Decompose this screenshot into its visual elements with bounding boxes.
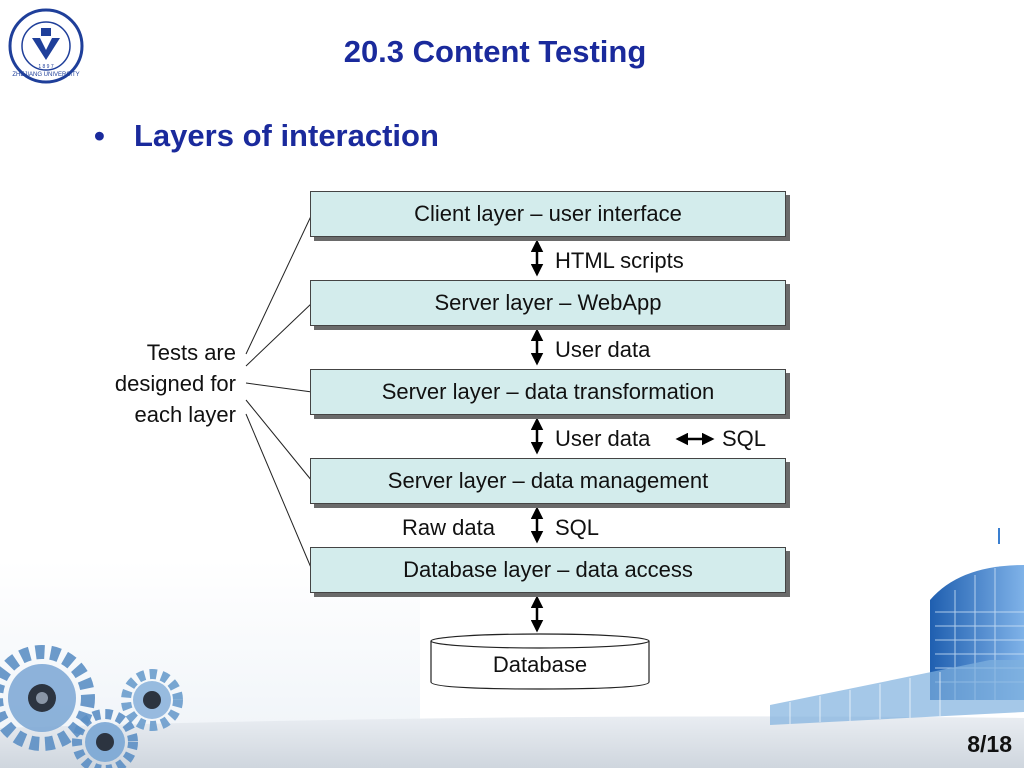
connector-label-sql: SQL (722, 426, 767, 451)
gear-icon (121, 669, 183, 731)
layer-server-data-management: Server layer – data management (310, 458, 786, 504)
building-icon (770, 528, 1024, 725)
layer-database-access: Database layer – data access (310, 547, 786, 593)
gear-icon (0, 645, 95, 751)
layer-server-webapp: Server layer – WebApp (310, 280, 786, 326)
layer-client-ui: Client layer – user interface (310, 191, 786, 237)
connector-label-sql: SQL (555, 515, 600, 540)
flow-arrows (530, 239, 715, 633)
slide-title: 20.3 Content Testing (343, 34, 647, 69)
callout-lines (245, 213, 313, 571)
database-cylinder (430, 633, 650, 690)
connector-label-user-data: User data (555, 337, 651, 362)
connector-label-html-scripts: HTML scripts (555, 248, 684, 273)
database-label: Database (492, 652, 588, 677)
bullet-item: • Layers of interaction (94, 118, 439, 154)
note-line: each layer (134, 402, 236, 427)
page-number: 8/18 (967, 731, 1012, 757)
university-logo: ZHEJIANG UNIVERSITY 1 8 9 7 (8, 8, 84, 84)
gear-icon (72, 709, 138, 768)
connector-label-raw-data: Raw data (402, 515, 495, 540)
note-line: designed for (114, 371, 236, 396)
layer-server-data-transformation: Server layer – data transformation (310, 369, 786, 415)
note-line: Tests are (146, 340, 236, 365)
connector-label-user-data: User data (555, 426, 651, 451)
tests-note: Tests are designed for each layer (70, 337, 236, 430)
bullet-marker: • (94, 118, 105, 153)
svg-text:ZHEJIANG UNIVERSITY: ZHEJIANG UNIVERSITY (12, 72, 79, 78)
svg-text:1 8 9 7: 1 8 9 7 (38, 64, 54, 70)
bullet-text: Layers of interaction (134, 118, 439, 153)
